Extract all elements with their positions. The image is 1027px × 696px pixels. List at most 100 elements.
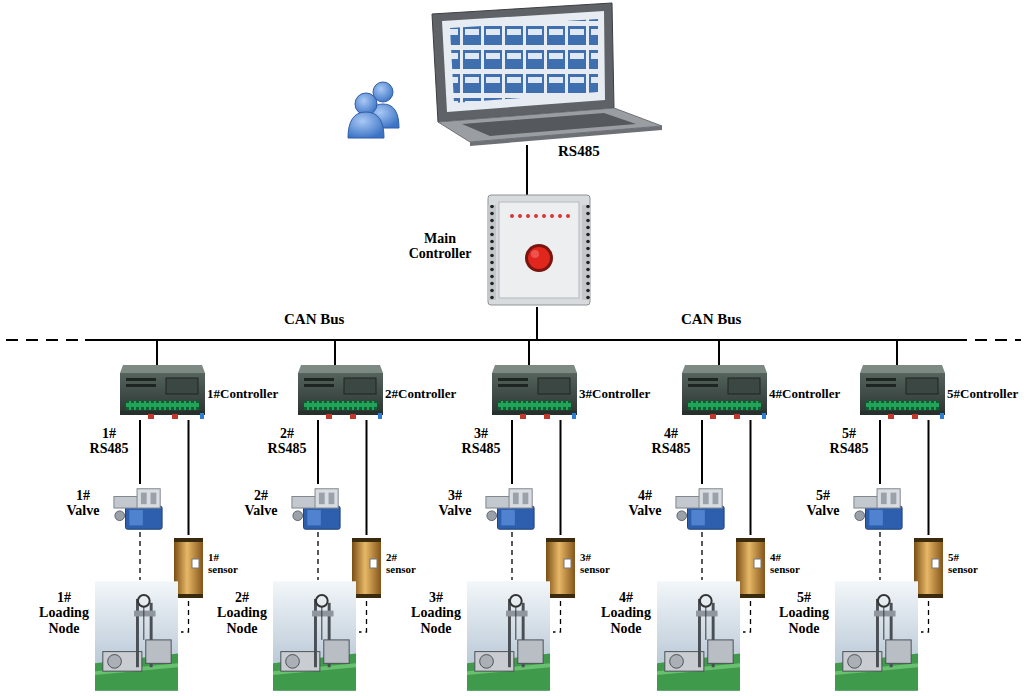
wire-connector: [139, 420, 141, 484]
loading-node-picture: [657, 581, 740, 690]
valve-box: 3# Valve: [432, 484, 539, 532]
controller-pictures: [120, 365, 945, 419]
sensor-picture: [174, 538, 203, 598]
wire-connector: [537, 307, 897, 365]
dashed-link: [553, 601, 561, 632]
node-label: 2# sensor: [386, 551, 422, 575]
users-icon: [348, 82, 399, 138]
valve-picture: [114, 489, 162, 529]
node-label: 2#Controller: [385, 387, 456, 401]
edge-label: 2# RS485: [261, 426, 313, 457]
loading-node: 4# Loading Node: [595, 580, 743, 692]
connector-group: [140, 307, 929, 632]
loading-node: 1# Loading Node: [33, 580, 181, 692]
loading-node-picture: [273, 581, 356, 690]
controller-picture: [682, 365, 767, 419]
wire-connector: [511, 420, 513, 484]
dashed-link: [317, 532, 318, 580]
node-label: 4#Controller: [769, 387, 840, 401]
dashed-link: [743, 601, 751, 632]
main-controller: Main Controller: [400, 195, 592, 307]
edge-label: 5# RS485: [823, 426, 875, 457]
wire-connector: [335, 307, 537, 365]
sensor-picture: [352, 538, 381, 598]
wire-connector: [188, 420, 190, 535]
controller-picture: [298, 365, 383, 419]
wire-connector: [701, 420, 703, 484]
wire-connector: [750, 420, 752, 535]
loading-node: 5# Loading Node: [773, 580, 921, 692]
loading-node-picture: [95, 581, 178, 690]
node-label: 4# sensor: [770, 551, 806, 575]
wire-connector: [560, 420, 562, 535]
controller-picture: [120, 365, 205, 419]
bus-label: CAN Bus: [680, 311, 742, 328]
bus-label: CAN Bus: [283, 311, 345, 328]
controller-box: 1#Controller: [120, 365, 280, 420]
node-label: 2# Valve: [238, 488, 284, 519]
wire-connector: [879, 420, 881, 484]
controller-box: 3#Controller: [492, 365, 652, 420]
valve-box: 4# Valve: [622, 484, 729, 532]
dashed-link: [359, 601, 367, 632]
sensor-box: 4# sensor: [734, 535, 808, 601]
node-label: 1# Loading Node: [33, 590, 95, 636]
dashed-link: [139, 532, 140, 580]
dashed-link: [511, 532, 512, 580]
node-label: 5# sensor: [948, 551, 984, 575]
node-label: 5# Valve: [800, 488, 846, 519]
sensor-picture: [736, 538, 765, 598]
node-label: 3# Loading Node: [405, 590, 467, 636]
valve-box: 2# Valve: [238, 484, 345, 532]
valve-pictures: [114, 489, 902, 529]
node-label: 1#Controller: [207, 387, 278, 401]
node-label: 3#Controller: [579, 387, 650, 401]
loading-node: 2# Loading Node: [211, 580, 359, 692]
node-label: 1# sensor: [208, 551, 244, 575]
node-label: Main Controller: [400, 231, 480, 262]
sensor-box: 3# sensor: [544, 535, 618, 601]
loading-node: 3# Loading Node: [405, 580, 553, 692]
node-label: 5#Controller: [947, 387, 1018, 401]
node-label: 1# Valve: [60, 488, 106, 519]
controller-box: 2#Controller: [298, 365, 458, 420]
sensor-box: 1# sensor: [172, 535, 246, 601]
dashed-link: [181, 601, 189, 632]
main-controller-device: [488, 195, 590, 305]
wire-connector: [928, 420, 930, 535]
sensor-picture: [914, 538, 943, 598]
controller-box: 4#Controller: [682, 365, 842, 420]
valve-box: 5# Valve: [800, 484, 907, 532]
sensor-box: 5# sensor: [912, 535, 986, 601]
valve-picture: [854, 489, 902, 529]
node-label: 4# Loading Node: [595, 590, 657, 636]
node-label: 3# Valve: [432, 488, 478, 519]
valve-picture: [676, 489, 724, 529]
dashed-link: [879, 532, 880, 580]
rs485-wire: [526, 145, 528, 195]
dashed-link: [701, 532, 702, 580]
node-label: 3# sensor: [580, 551, 616, 575]
valve-picture: [486, 489, 534, 529]
sensor-picture: [546, 538, 575, 598]
wire-connector: [529, 307, 537, 365]
controller-picture: [492, 365, 577, 419]
node-label: 4# Valve: [622, 488, 668, 519]
controller-box: 5#Controller: [860, 365, 1020, 420]
loading-node-picture: [467, 581, 550, 690]
valve-picture: [292, 489, 340, 529]
wire-connector: [157, 307, 537, 365]
wire-connector: [317, 420, 319, 484]
node-label: 5# Loading Node: [773, 590, 835, 636]
edge-label: 1# RS485: [83, 426, 135, 457]
dashed-link: [921, 601, 929, 632]
node-label: 2# Loading Node: [211, 590, 273, 636]
wire-connector: [366, 420, 368, 535]
sensor-box: 2# sensor: [350, 535, 424, 601]
edge-label: 3# RS485: [455, 426, 507, 457]
edge-label: 4# RS485: [645, 426, 697, 457]
